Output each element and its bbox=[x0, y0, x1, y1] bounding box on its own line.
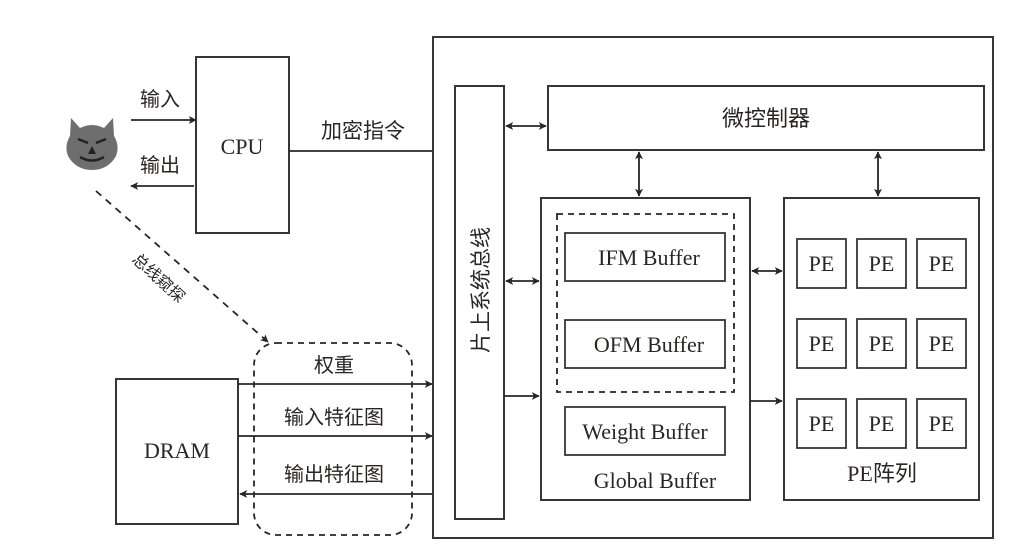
microcontroller-box bbox=[547, 85, 985, 151]
pe-grid: PE PE PE PE PE PE PE PE PE bbox=[796, 238, 967, 449]
ofm-buffer-label: OFM Buffer bbox=[594, 332, 705, 357]
output-feature-map-label: 输出特征图 bbox=[284, 462, 384, 486]
ifm-buffer-label: IFM Buffer bbox=[598, 245, 700, 270]
pe-cell-label: PE bbox=[809, 331, 835, 356]
pe-cell bbox=[856, 318, 907, 369]
pe-cell-label: PE bbox=[869, 251, 895, 276]
weights-label: 权重 bbox=[314, 353, 354, 377]
ifm-buffer-box bbox=[564, 232, 726, 282]
pe-cell-label: PE bbox=[929, 331, 955, 356]
feature-map-buffers-dashed bbox=[556, 213, 735, 393]
weight-buffer-box bbox=[564, 406, 726, 456]
pe-cell-label: PE bbox=[809, 411, 835, 436]
bus-snooping-label: 总线窥探 bbox=[129, 249, 189, 306]
pe-cell bbox=[916, 238, 967, 289]
pe-cell-label: PE bbox=[929, 411, 955, 436]
dram-box bbox=[115, 378, 239, 525]
pe-cell-label: PE bbox=[869, 331, 895, 356]
devil-face-icon bbox=[66, 118, 118, 170]
soc-bus-box bbox=[454, 85, 505, 520]
pe-cell bbox=[916, 318, 967, 369]
pe-cell bbox=[796, 398, 847, 449]
input-feature-map-label: 输入特征图 bbox=[284, 405, 384, 429]
pe-array-label: PE阵列 bbox=[847, 461, 917, 486]
pe-cell-label: PE bbox=[809, 251, 835, 276]
pe-cell-label: PE bbox=[929, 251, 955, 276]
soc-bus-label: 片上系统总线 bbox=[469, 227, 493, 353]
pe-cell bbox=[856, 398, 907, 449]
pe-cell-label: PE bbox=[869, 411, 895, 436]
cpu-label: CPU bbox=[221, 134, 264, 159]
output-label: 输出 bbox=[140, 153, 180, 177]
microcontroller-label: 微控制器 bbox=[722, 107, 810, 132]
global-buffer-label: Global Buffer bbox=[594, 468, 717, 493]
weight-buffer-label: Weight Buffer bbox=[582, 419, 708, 444]
ofm-buffer-box bbox=[564, 319, 726, 369]
data-region-dashed bbox=[253, 342, 413, 536]
pe-cell bbox=[796, 318, 847, 369]
cpu-box bbox=[195, 56, 290, 234]
encrypted-instruction-label: 加密指令 bbox=[321, 119, 405, 143]
pe-cell bbox=[856, 238, 907, 289]
pe-cell bbox=[916, 398, 967, 449]
pe-cell bbox=[796, 238, 847, 289]
input-label: 输入 bbox=[140, 87, 180, 111]
dram-label: DRAM bbox=[144, 438, 210, 463]
